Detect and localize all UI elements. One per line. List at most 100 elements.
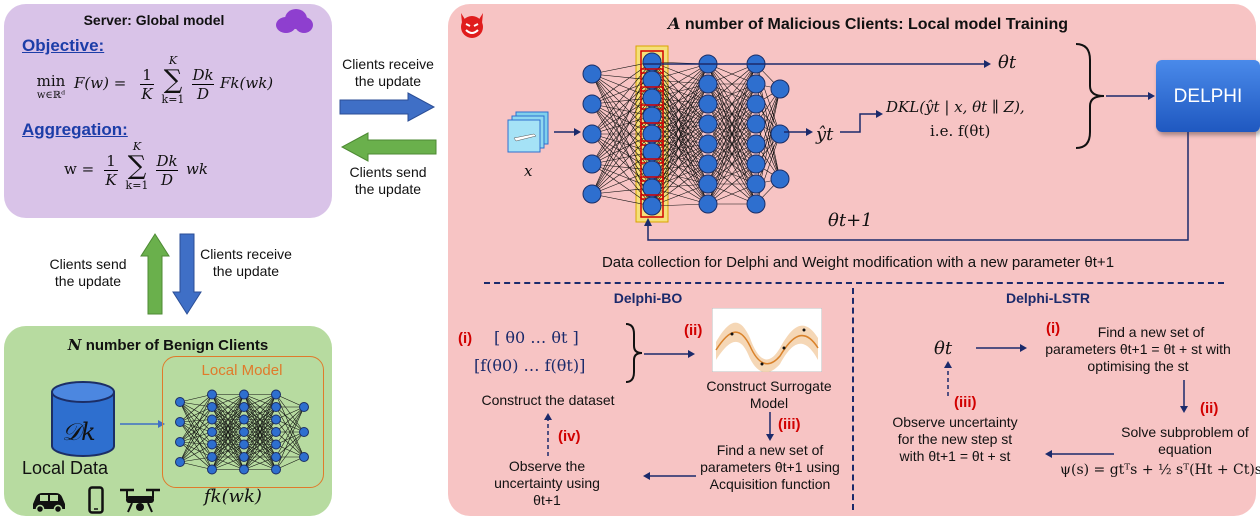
neuron-node [746,174,766,194]
dkl-label: DKL(ŷt | x, θt ∥ Z), [886,98,1025,116]
neuron-node [299,402,309,412]
bo-step-iv: (iv) [558,428,581,445]
right-arrow-blue [339,92,436,122]
right-brace [1075,43,1105,149]
neuron-node [239,427,249,437]
aggregation-wk: wk [186,160,208,178]
benign-title-rest: number of Benign Clients [85,337,269,354]
neuron-node [207,427,217,437]
neuron-node [582,94,602,114]
bo-observe: Observe the uncertainty using θt+1 [494,458,600,508]
neuron-node [239,414,249,425]
lstr-connectors [944,344,1188,458]
local-model-box [162,356,324,488]
neuron-node [698,74,718,94]
cloud-icon [276,9,313,33]
neuron-node [698,154,718,174]
benign-neural-network [175,389,309,475]
neuron-node [746,114,766,134]
delphi-label: DELPHI [1173,86,1243,107]
neuron-node [698,94,718,114]
lstr-step-i: (i) [1046,320,1061,337]
objective-frac-den: K [141,85,153,103]
bo-brace [625,323,643,383]
lstr-step-iii: (iii) [954,394,977,411]
neuron-node [746,154,766,174]
delphi-box [1156,60,1260,132]
top-send-label: Clients send the update [349,164,427,197]
neuron-node [207,464,217,475]
bo-connectors [544,350,774,480]
neuron-node [207,402,217,412]
surrogate-plot [712,308,822,372]
neuron-node [271,389,281,400]
bo-dataset-row1: [ θ0 … θt ] [494,328,579,347]
aggregation-label: Aggregation: [22,120,128,139]
objective-frac-num: 1 [140,66,154,85]
bo-construct-dataset: Construct the dataset [481,392,615,408]
neuron-node [175,397,185,407]
lstr-solve: Solve subproblem of equation [1121,424,1249,457]
lstr-find: Find a new set of parameters θt+1 = θt +… [1045,324,1231,374]
objective-under: w∈ℝᵈ [36,90,66,101]
neuron-node [582,124,602,144]
objective-min: min [36,72,66,90]
neuron-node [239,389,249,400]
malicious-title: A number of Malicious Clients: Local mod… [578,14,1158,34]
airplane-image-stack [507,111,549,153]
neuron-node [239,452,249,462]
bo-step-iii: (iii) [778,416,801,433]
objective-lhs: F(w) = [74,74,127,92]
objective-dk: Dk [192,66,214,85]
objective-sum-top: K [168,54,178,67]
neuron-node [239,402,249,412]
server-title: Server: Global model [83,12,225,28]
drone-icon [120,488,160,513]
objective-d: D [196,85,210,103]
benign-panel: N number of Benign Clients 𝒟k Local Data… [4,326,332,516]
neuron-node [271,464,281,475]
neuron-node [582,154,602,174]
bo-find-new: Find a new set of parameters θt+1 using … [700,442,840,492]
aggregation-sum-top: K [132,140,142,153]
devil-icon [461,13,483,38]
top-receive-label: Clients receive the update [342,56,434,89]
local-model-label: Local Model [201,362,283,379]
theta-t1-label: θt+1 [828,210,873,231]
left-receive-label: Clients receive the update [200,246,292,279]
car-icon [33,493,65,512]
neuron-node [299,427,309,437]
aggregation-d: D [160,171,174,189]
benign-title: N number of Benign Clients [4,336,332,354]
neuron-node [175,437,185,447]
neuron-node [746,74,766,94]
neuron-node [770,124,790,144]
neuron-node [698,174,718,194]
neuron-node [770,169,790,189]
neuron-node [271,439,281,450]
neuron-node [582,184,602,204]
neuron-node [271,427,281,437]
vertical-dashed-divider [852,288,854,510]
theta-t-label: θt [998,52,1017,73]
neuron-node [207,414,217,425]
neuron-node [299,452,309,462]
malicious-title-a: A [667,14,681,33]
aggregation-lhs: w = [64,160,95,178]
horizontal-dashed-divider [484,282,1224,284]
neuron-node [642,196,662,216]
database-icon [51,381,115,457]
neuron-node [175,417,185,427]
benign-fk: fk(wk) [204,486,262,507]
neuron-node [746,94,766,114]
neuron-node [239,464,249,475]
lstr-step-ii: (ii) [1200,400,1219,417]
collection-caption: Data collection for Delphi and Weight mo… [601,254,1115,271]
neuron-node [271,402,281,412]
objective-formula: min w∈ℝᵈ F(w) = 1 K K ∑ k=1 Dk D Fk(wk) [34,54,324,118]
neuron-node [207,439,217,450]
aggregation-formula: w = 1 K K ∑ k=1 Dk D wk [64,140,208,192]
input-x: x [524,162,533,180]
neuron-node [698,134,718,154]
bo-construct-surrogate: Construct Surrogate Model [706,378,832,411]
